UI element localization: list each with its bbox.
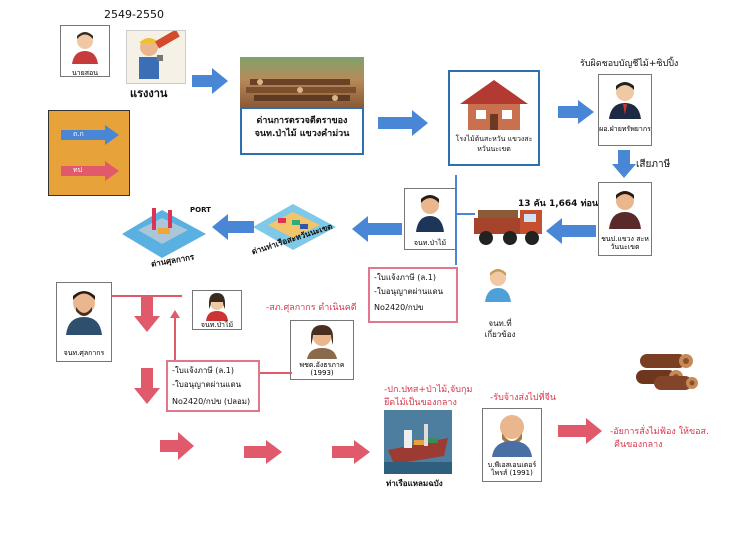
checkpoint-box: ด่านการตรวจตีตราของ จนท.ป่าไม้ แขวงคำม่ว…	[240, 107, 364, 155]
manager-name: ผอ.ฝ่ายทรัพยากร	[599, 125, 651, 133]
ship-label: ท่าเรือแหลมฉบัง	[386, 479, 443, 488]
businessman-icon	[609, 82, 641, 119]
checkpoint-label: ด่านการตรวจตีตราของ จนท.ป่าไม้ แขวงคำม่ว…	[254, 116, 350, 139]
red-flow-arrow-2	[244, 440, 282, 464]
doc1-line1: -ใบแจ้งภาษี (ล.1)	[374, 273, 436, 282]
flow-arrow-2	[378, 110, 428, 136]
labor-label: แรงงาน	[130, 87, 168, 100]
savannakhet-port-graphic	[248, 192, 338, 252]
log-yard-photo	[240, 57, 364, 107]
person-icon	[485, 269, 511, 302]
provincial-officer-name: ชนป.แขวง สะหวันนะเขต	[601, 235, 649, 251]
legend-label-2: ทป	[73, 166, 83, 174]
flow-arrow-5	[352, 216, 402, 242]
bald-man-icon	[492, 415, 532, 457]
logs-icon	[636, 354, 698, 390]
port-sign-label: PORT	[190, 206, 211, 214]
document-box-2: -ใบแจ้งภาษี (ล.1) -ใบอนุญาตผ่านแดน No242…	[166, 360, 260, 412]
document-box-1: -ใบแจ้งภาษี (ล.1) -ใบอนุญาตผ่านแดน No242…	[368, 267, 458, 323]
buyer-name: บ.พีเอสเอนเตอร์ ไพรส์ (1991)	[487, 461, 537, 477]
ship-icon	[384, 424, 452, 474]
owner-name: นายสอน	[71, 69, 99, 77]
quantity-label: 13 คัน 1,664 ท่อน	[518, 199, 599, 209]
forest-officer-card-1: จนท.ป่าไม้	[404, 188, 456, 250]
doc2-line3: No2420/กปข (ปลอม)	[172, 397, 251, 406]
red-flow-arrow-4	[558, 418, 602, 444]
doc2-line1: -ใบแจ้งภาษี (ล.1)	[172, 366, 234, 375]
person-icon	[72, 32, 98, 64]
red-down-arrow-2	[134, 368, 160, 404]
receive-account-label: รับผิดชอบบัญชีไม้+ซิปปิ้ง	[580, 59, 679, 69]
customs-note: -สภ.ศุลกากร ดำเนินคดี	[266, 303, 357, 313]
pay-tax-label: เสียภาษี	[636, 159, 671, 170]
connector-line-red-3	[260, 372, 292, 374]
pay-tax-arrow	[612, 150, 636, 178]
buyer-card: บ.พีเอสเอนเตอร์ ไพรส์ (1991)	[482, 408, 542, 482]
connector-line-blue-2	[455, 175, 457, 265]
legend-label-1: ถ.ก	[73, 130, 84, 138]
red-down-arrow-1	[134, 296, 160, 332]
flow-arrow-3	[558, 100, 594, 124]
legend-arrow-1	[61, 125, 119, 145]
seized-note-2: ยึดไม้เป็นของกลาง	[384, 398, 457, 408]
owner-card: นายสอน	[60, 25, 110, 77]
forest-officer-2-name: จนท.ป่าไม้	[200, 321, 234, 329]
manager-card: ผอ.ฝ่ายทรัพยากร	[598, 74, 652, 146]
company-card: พชต.อังธรภาค (1993)	[290, 320, 354, 380]
flow-arrow-4	[546, 218, 596, 244]
red-up-tick	[170, 310, 180, 318]
years-label: 2549-2550	[104, 8, 164, 21]
port-icon	[253, 204, 336, 250]
bearded-officer-icon	[66, 291, 102, 335]
company-name: พชต.อังธรภาค (1993)	[299, 361, 345, 377]
receive-ship-note: -รับจ้างส่งไปที่จีน	[490, 393, 557, 403]
final-note-1: -อัยการสั่งไม่ฟ้อง ให้ขอส.	[610, 427, 709, 437]
customs-port-graphic	[118, 200, 210, 260]
truck-icon	[474, 210, 542, 245]
connector-line-blue-1	[455, 213, 475, 215]
log-truck	[470, 200, 548, 250]
forest-officer-1-name: จนท.ป่าไม้	[413, 239, 447, 247]
related-officer-name: จนท.ที่ เกี่ยวข้อง	[484, 319, 516, 339]
legend-box: ถ.ก ทป	[48, 110, 130, 196]
related-officer-card	[476, 264, 520, 314]
log-pile-icon	[246, 79, 356, 101]
doc2-line2: -ใบอนุญาตผ่านแดน	[172, 380, 242, 389]
red-flow-arrow-3	[332, 440, 370, 464]
connector-line-red-2	[174, 316, 176, 360]
person-icon	[416, 195, 444, 232]
sawmill-box: โรงไม้ต้นสะหวัน แขวงสะหวันนะเขต	[448, 70, 540, 166]
provincial-officer-card: ชนป.แขวง สะหวันนะเขต	[598, 182, 652, 256]
flow-arrow-6	[212, 214, 254, 240]
labor-figure	[126, 30, 186, 84]
port-icon	[122, 208, 206, 258]
forest-officer-card-2: จนท.ป่าไม้	[192, 290, 242, 330]
legend-arrow-2	[61, 161, 119, 181]
female-officer-icon	[206, 293, 228, 321]
customs-officer-name: จนท.ศุลกากร	[63, 349, 105, 357]
female-icon	[307, 325, 337, 359]
doc1-line3: No2420/กปข	[374, 303, 424, 312]
doc1-line2: -ใบอนุญาตผ่านแดน	[374, 287, 444, 296]
officer-icon	[609, 191, 641, 229]
flow-arrow-1	[192, 68, 228, 94]
final-note-2: คืนของกลาง	[614, 440, 663, 450]
lumberjack-icon	[139, 31, 180, 79]
red-flow-arrow-1	[160, 432, 194, 460]
sawmill-label: โรงไม้ต้นสะหวัน แขวงสะหวันนะเขต	[455, 135, 533, 153]
house-icon	[460, 80, 528, 130]
ship-photo	[384, 410, 452, 474]
customs-officer-card: จนท.ศุลกากร	[56, 282, 112, 362]
seized-note-1: -ปก.ปทส+ป่าไม้,จับกุม	[384, 385, 473, 395]
